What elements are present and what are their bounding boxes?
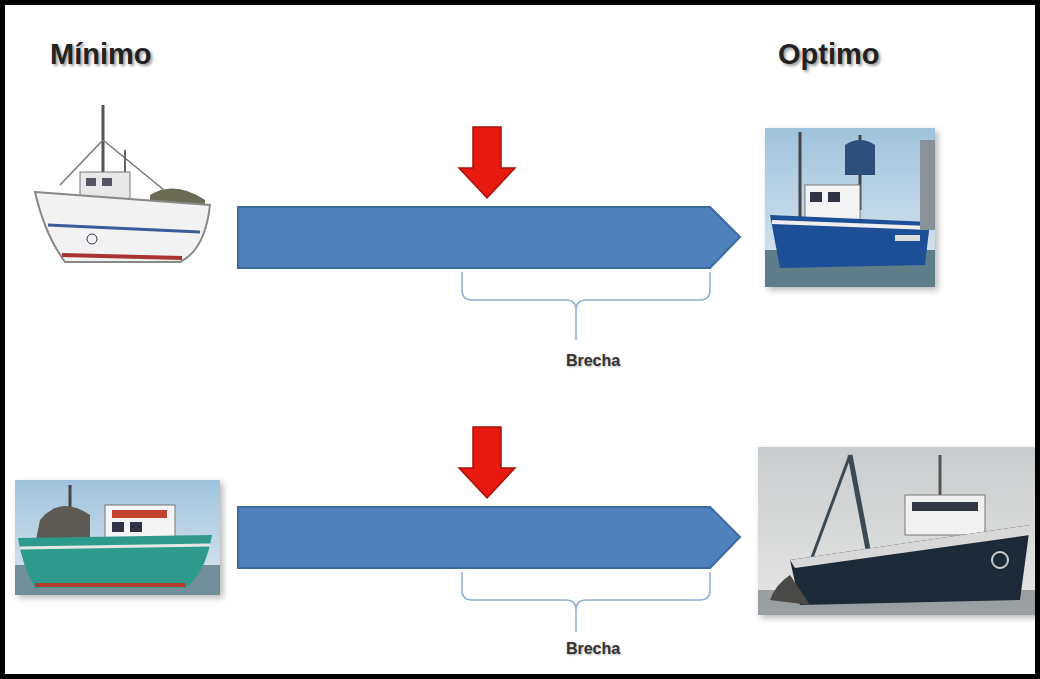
boat-photo — [758, 447, 1035, 615]
position-marker — [459, 427, 515, 498]
position-marker — [459, 127, 515, 198]
gap-label: Brecha — [566, 640, 620, 658]
column-heading: Optimo — [778, 38, 880, 71]
gap-label: Brecha — [566, 352, 620, 370]
boat-picture — [35, 105, 210, 262]
column-heading: Mínimo — [50, 38, 152, 71]
boat-photo — [765, 128, 935, 287]
gap-arrow — [238, 207, 740, 268]
gap-bracket — [462, 272, 710, 340]
boat-photo — [15, 480, 220, 595]
gap-bracket — [462, 572, 710, 632]
gap-arrow — [238, 507, 740, 568]
